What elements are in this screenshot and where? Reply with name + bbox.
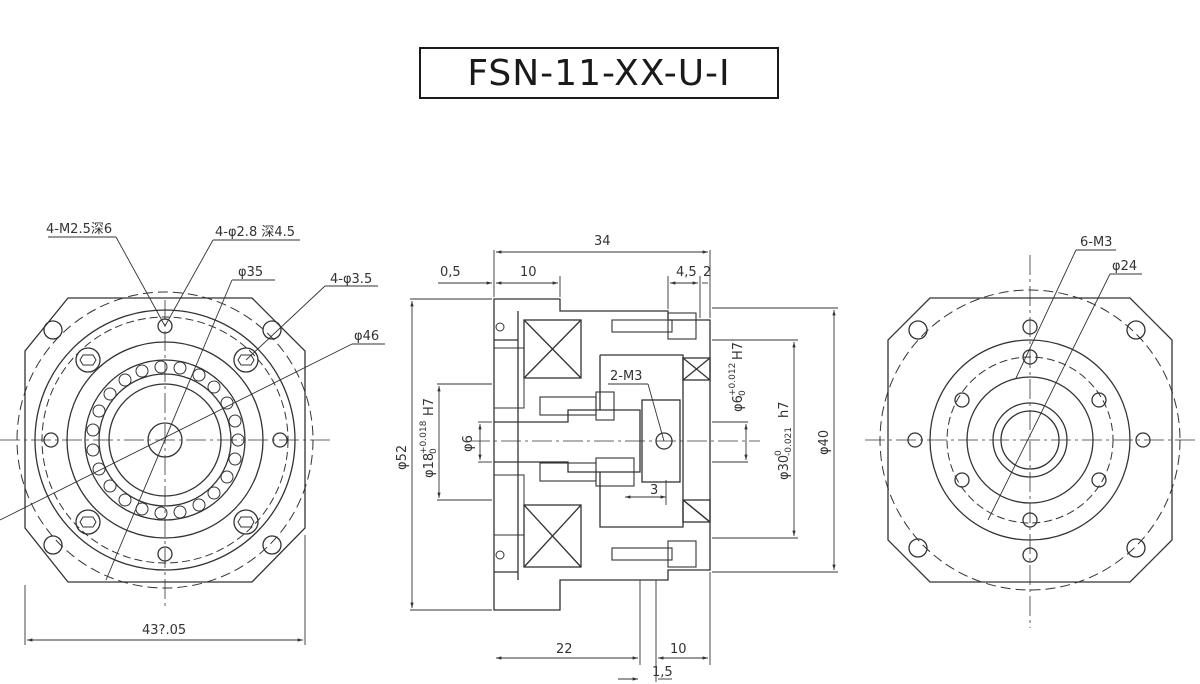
side-view	[410, 250, 838, 682]
side-dimensions	[410, 250, 838, 682]
front-flange-outline	[24, 297, 306, 583]
model-title: FSN-11-XX-U-I	[467, 52, 731, 94]
label-overall-length: 34	[594, 234, 611, 249]
label-d18-tol-low: 0	[429, 448, 439, 454]
label-2: 2	[703, 265, 711, 280]
rear-corner-holes	[908, 320, 1146, 558]
label-d30-tol-up: 0	[774, 450, 784, 456]
bearing-balls	[86, 360, 245, 520]
label-d6-fit: H7	[731, 342, 746, 360]
front-centerlines	[0, 300, 330, 608]
label-0-5: 0,5	[440, 265, 461, 280]
label-d46: φ46	[354, 329, 379, 344]
label-d18-tol-up: +0.018	[419, 420, 429, 454]
side-screws	[539, 312, 697, 568]
label-d30: φ30	[777, 455, 792, 480]
side-bearings	[523, 319, 711, 568]
label-d35: φ35	[238, 265, 263, 280]
front-view	[0, 236, 385, 645]
label-d6-tol-up: +0.012	[728, 363, 738, 396]
label-holes-3-5: 4-φ3.5	[330, 272, 372, 287]
label-d52: φ52	[395, 445, 410, 470]
rear-flange-outline	[887, 297, 1173, 583]
side-body-outline	[493, 298, 711, 611]
label-10-top: 10	[520, 265, 537, 280]
front-corner-hole-br	[262, 535, 282, 555]
label-d30-fit: h7	[777, 401, 792, 418]
front-leaders	[0, 236, 385, 581]
label-10-bottom: 10	[670, 642, 687, 657]
rear-centerlines	[865, 255, 1198, 628]
label-d18-fit: H7	[422, 398, 437, 416]
title-block: FSN-11-XX-U-I	[419, 47, 779, 99]
label-rear-d24: φ24	[1112, 259, 1137, 274]
label-width: 43?.05	[142, 623, 186, 638]
label-d18: φ18	[422, 453, 437, 478]
label-rear-taps: 6-M3	[1080, 235, 1112, 250]
label-2-m3: 2-M3	[610, 369, 642, 384]
front-corner-hole-tl	[43, 320, 63, 340]
front-corner-hole-tr	[262, 320, 282, 340]
rear-view	[865, 249, 1198, 628]
side-seals	[493, 322, 525, 560]
front-view-labels: 4-M2.5深6 4-φ2.8 深4.5 φ35 4-φ3.5 φ46 43?.…	[46, 222, 379, 638]
label-d40: φ40	[817, 430, 832, 455]
front-width-dimension	[24, 535, 306, 645]
label-1-5: 1,5	[652, 665, 673, 680]
label-3: 3	[650, 483, 658, 498]
side-view-labels: 34 0,5 10 4,5 2 2-M3 3 22 10 1,5 φ52 φ18…	[395, 234, 832, 680]
label-22: 22	[556, 642, 573, 657]
label-d30-tol-low: -0.021	[784, 427, 794, 456]
label-cb-holes: 4-φ2.8 深4.5	[215, 225, 295, 240]
rear-leaders	[987, 249, 1142, 521]
label-d6-tol-low: 0	[738, 390, 748, 396]
label-4-5: 4,5	[676, 265, 697, 280]
rear-view-labels: 6-M3 φ24	[1080, 235, 1137, 274]
front-socket-screws	[75, 347, 259, 535]
label-d6: φ6	[461, 435, 476, 452]
rear-flange-holes	[907, 319, 1151, 563]
label-d6-out: φ6	[731, 395, 746, 412]
label-tap-holes: 4-M2.5深6	[46, 222, 112, 237]
front-corner-hole-bl	[43, 535, 63, 555]
